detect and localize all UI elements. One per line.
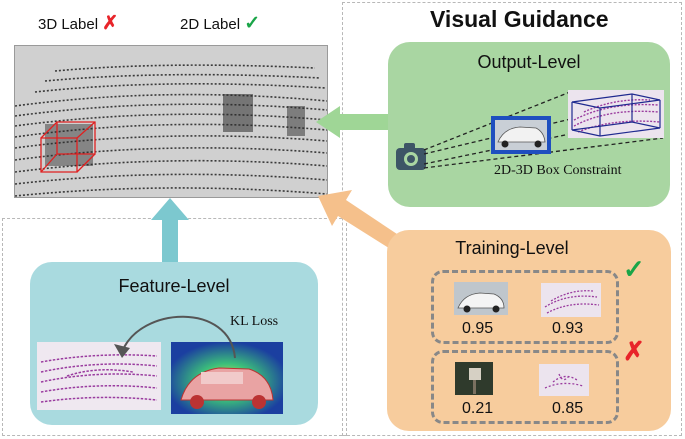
- good-image-score: 0.95: [462, 320, 494, 337]
- bad-sample-image: [455, 362, 493, 395]
- good-sample-points: [541, 283, 601, 317]
- training-level-title: Training-Level: [455, 238, 569, 258]
- label-3d-text: 3D Label: [38, 16, 99, 33]
- box-constraint-caption: 2D-3D Box Constraint: [494, 163, 622, 178]
- label-2d: 2D Label ✓: [180, 12, 260, 35]
- check-icon: ✓: [244, 13, 261, 34]
- cross-icon: ✗: [102, 13, 119, 34]
- visual-guidance-title: Visual Guidance: [430, 6, 609, 32]
- point-cloud-scene: [14, 45, 328, 198]
- good-sample-group: 0.95 0.93: [431, 270, 619, 344]
- good-sample-image: [454, 282, 508, 315]
- bad-cross-icon: ✗: [623, 336, 645, 366]
- bad-image-score: 0.21: [462, 400, 494, 417]
- feature-heatmap-image: [171, 342, 283, 414]
- output-level-panel: Output-Level: [388, 42, 670, 207]
- visual-guidance-region: [342, 2, 682, 436]
- label-3d: 3D Label ✗: [38, 12, 118, 35]
- arrow-output-to-scene: [316, 106, 392, 138]
- kl-loss-label: KL Loss: [230, 314, 279, 329]
- good-points-score: 0.93: [552, 320, 584, 337]
- bad-sample-points: [539, 364, 589, 396]
- good-check-icon: ✓: [623, 254, 645, 284]
- output-level-title: Output-Level: [477, 52, 581, 72]
- arrow-training-to-scene: [318, 190, 400, 250]
- camera-icon: [396, 143, 426, 170]
- training-level-panel: Training-Level 0.95 0.93 ✓: [387, 230, 671, 431]
- kl-curve-arrow: [114, 315, 236, 359]
- feature-points-image: [37, 342, 161, 410]
- label-2d-text: 2D Label: [180, 16, 241, 33]
- bad-points-score: 0.85: [552, 400, 584, 417]
- feature-level-title: Feature-Level: [118, 276, 230, 296]
- bad-sample-group: 0.21 0.85: [431, 350, 619, 424]
- arrow-feature-to-scene: [151, 198, 189, 266]
- lidar-points-graphic: [14, 64, 328, 197]
- feature-level-panel: Feature-Level KL Loss: [30, 262, 318, 425]
- output-level-graphic: [396, 90, 664, 170]
